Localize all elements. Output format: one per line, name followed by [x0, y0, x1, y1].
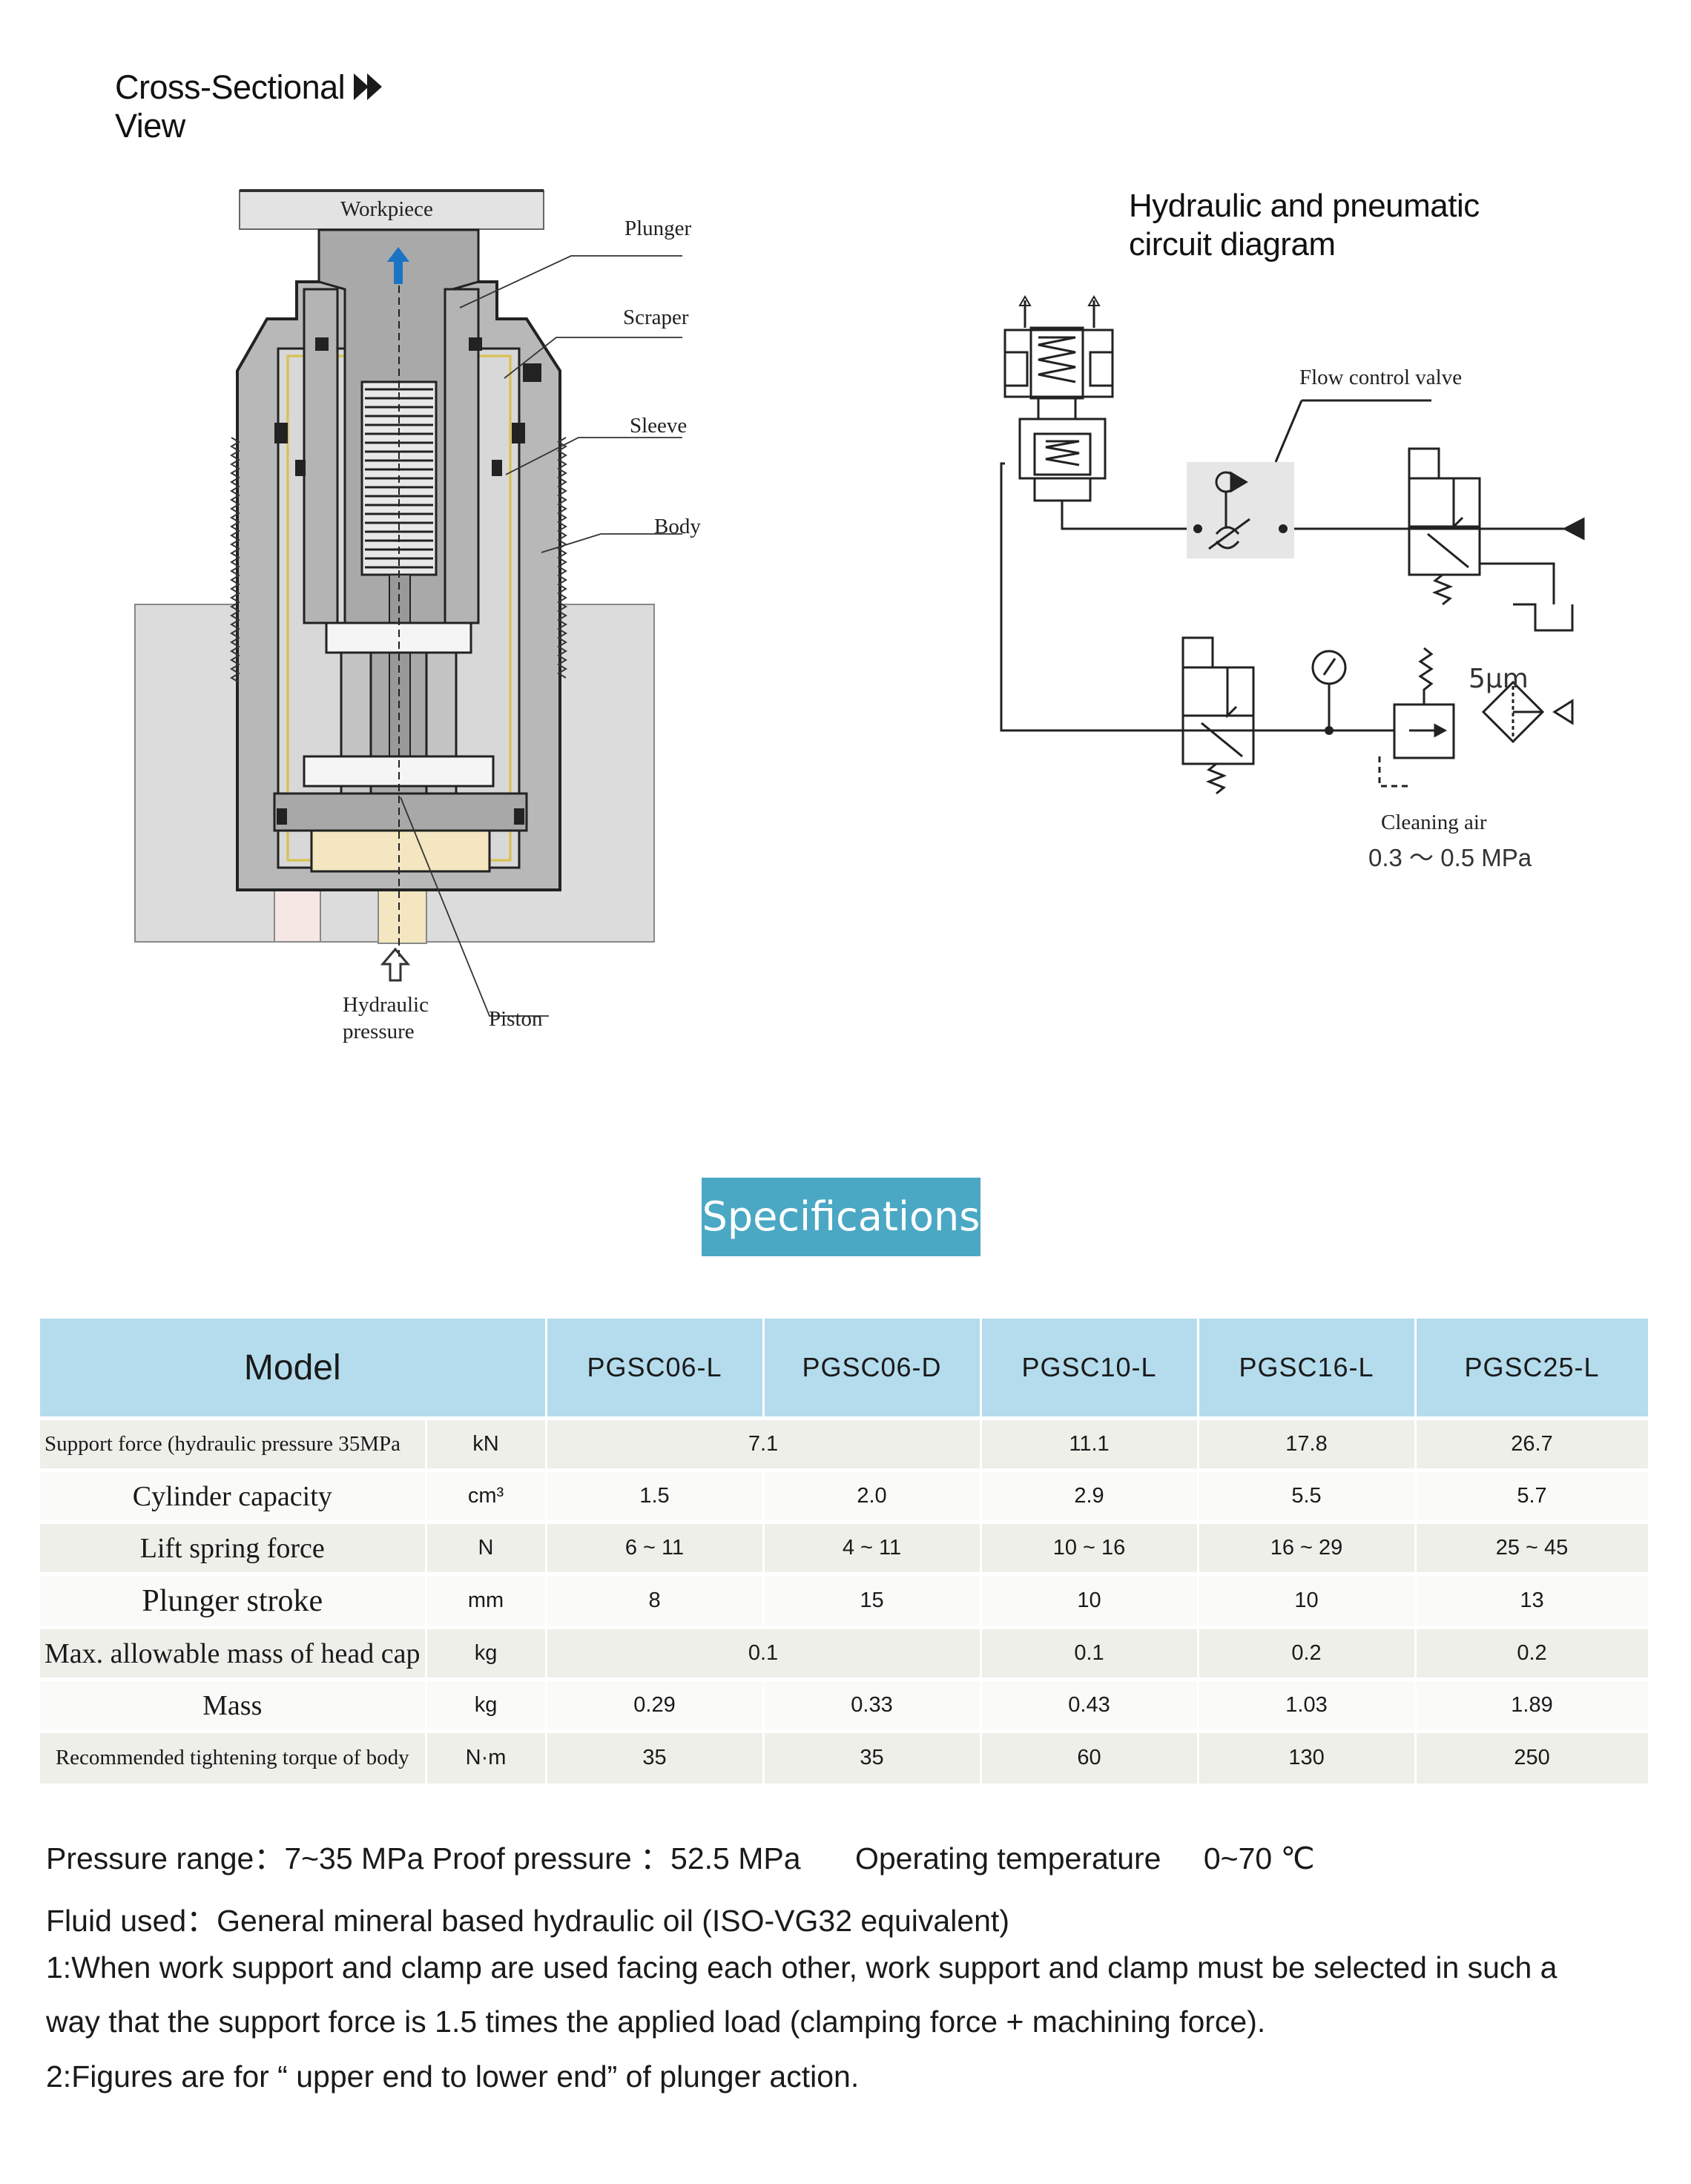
value-cell: 7.1: [546, 1416, 982, 1471]
unit-cell: kg: [426, 1626, 547, 1680]
circuit-title-line2: circuit diagram: [1129, 226, 1336, 263]
label-cleaning-air: Cleaning air: [1381, 811, 1487, 834]
specifications-banner: Specifications: [702, 1178, 980, 1256]
cross-section-title-line2: View: [115, 107, 185, 145]
value-cell: 0.33: [763, 1677, 982, 1732]
table-row: Support force (hydraulic pressure 35MPa …: [40, 1416, 1650, 1471]
value-cell: 0.1: [546, 1626, 982, 1680]
value-cell: 35: [546, 1729, 765, 1784]
header-model: Model: [40, 1319, 547, 1419]
value-cell: 2.9: [980, 1468, 1199, 1522]
label-plunger: Plunger: [624, 217, 692, 240]
header-model-pgsc06-d: PGSC06-D: [763, 1319, 982, 1419]
value-cell: 26.7: [1415, 1416, 1650, 1471]
header-model-pgsc16-l: PGSC16-L: [1198, 1319, 1417, 1419]
value-cell: 130: [1198, 1729, 1417, 1784]
table-row: Mass kg 0.29 0.33 0.43 1.03 1.89: [40, 1677, 1650, 1732]
param-cylinder-capacity: Cylinder capacity: [40, 1468, 427, 1522]
cross-section-title: Cross-Sectional View: [115, 68, 385, 145]
note-operating-temperature-label: Operating temperature: [854, 1841, 1161, 1875]
value-cell: 0.1: [980, 1626, 1199, 1680]
value-cell: 0.2: [1415, 1626, 1650, 1680]
label-piston: Piston: [489, 1007, 543, 1031]
label-sleeve: Sleeve: [630, 414, 688, 438]
unit-cell: N·m: [426, 1729, 547, 1784]
circuit-diagram: [1000, 295, 1585, 795]
piston: [273, 792, 528, 832]
specifications-table: Model PGSC06-L PGSC06-D PGSC10-L PGSC16-…: [40, 1319, 1650, 1784]
value-cell: 5.7: [1415, 1468, 1650, 1522]
value-cell: 60: [980, 1729, 1199, 1784]
param-plunger-stroke: Plunger stroke: [40, 1572, 427, 1628]
param-support-force: Support force (hydraulic pressure 35MPa: [40, 1416, 427, 1471]
label-hydraulic-pressure: Hydraulic pressure: [343, 992, 429, 1045]
workpiece: [239, 190, 544, 230]
double-arrow-icon: [354, 73, 383, 100]
label-scraper: Scraper: [623, 306, 689, 329]
value-cell: 11.1: [980, 1416, 1199, 1471]
label-flow-control-valve: Flow control valve: [1299, 366, 1463, 389]
param-max-mass-head-cap: Max. allowable mass of head cap: [40, 1626, 427, 1680]
value-cell: 16 ~ 29: [1198, 1520, 1417, 1574]
value-cell: 15: [763, 1572, 982, 1628]
table-header-row: Model PGSC06-L PGSC06-D PGSC10-L PGSC16-…: [40, 1319, 1650, 1419]
value-cell: 8: [546, 1572, 765, 1628]
header-model-pgsc06-l: PGSC06-L: [546, 1319, 765, 1419]
param-tightening-torque: Recommended tightening torque of body: [40, 1729, 427, 1784]
value-cell: 35: [763, 1729, 982, 1784]
value-cell: 10 ~ 16: [980, 1520, 1199, 1574]
value-cell: 6 ~ 11: [546, 1520, 765, 1574]
note-2: 2:Figures are for “ upper end to lower e…: [46, 2059, 860, 2094]
upward-arrow-icon: [387, 247, 409, 284]
note-fluid-used: Fluid used：General mineral based hydraul…: [46, 1904, 1009, 1938]
note-operating-temperature-value: 0~70 ℃: [1203, 1841, 1315, 1875]
value-cell: 10: [980, 1572, 1199, 1628]
label-filter-rating: 5μm: [1468, 664, 1529, 694]
label-cleaning-pressure: 0.3 ～ 0.5 MPa: [1368, 844, 1532, 871]
note-pressure-range: Pressure range：7~35 MPa Proof pressure ：…: [46, 1833, 1315, 1878]
circuit-title: Hydraulic and pneumatic circuit diagram: [1129, 187, 1480, 264]
label-body: Body: [654, 515, 701, 538]
unit-cell: mm: [426, 1572, 547, 1628]
param-lift-spring-force: Lift spring force: [40, 1520, 427, 1574]
value-cell: 1.89: [1415, 1677, 1650, 1732]
cross-section-drawing: [134, 189, 682, 1017]
table-row: Plunger stroke mm 8 15 10 10 13: [40, 1572, 1650, 1628]
label-hydraulic: Hydraulic: [343, 993, 429, 1017]
value-cell: 17.8: [1198, 1416, 1417, 1471]
circuit-title-line1: Hydraulic and pneumatic: [1129, 188, 1480, 224]
header-model-pgsc25-l: PGSC25-L: [1415, 1319, 1650, 1419]
cross-section-title-line1: Cross-Sectional: [115, 68, 346, 106]
value-cell: 4 ~ 11: [763, 1520, 982, 1574]
note-1-line2: way that the support force is 1.5 times …: [46, 2005, 1266, 2039]
value-cell: 13: [1415, 1572, 1650, 1628]
value-cell: 0.2: [1198, 1626, 1417, 1680]
hydraulic-pressure-arrow-icon: [380, 947, 411, 982]
value-cell: 1.03: [1198, 1677, 1417, 1732]
value-cell: 0.29: [546, 1677, 765, 1732]
unit-cell: cm³: [426, 1468, 547, 1522]
unit-cell: N: [426, 1520, 547, 1574]
value-cell: 1.5: [546, 1468, 765, 1522]
table-row: Cylinder capacity cm³ 1.5 2.0 2.9 5.5 5.…: [40, 1468, 1650, 1522]
value-cell: 2.0: [763, 1468, 982, 1522]
value-cell: 5.5: [1198, 1468, 1417, 1522]
param-mass: Mass: [40, 1677, 427, 1732]
value-cell: 0.43: [980, 1677, 1199, 1732]
label-workpiece: Workpiece: [340, 197, 433, 221]
value-cell: 10: [1198, 1572, 1417, 1628]
note-1-line1: 1:When work support and clamp are used f…: [46, 1950, 1558, 1985]
unit-cell: kN: [426, 1416, 547, 1471]
table-row: Recommended tightening torque of body N·…: [40, 1729, 1650, 1784]
unit-cell: kg: [426, 1677, 547, 1732]
label-pressure: pressure: [343, 1020, 415, 1043]
value-cell: 25 ~ 45: [1415, 1520, 1650, 1574]
note-pressure-text: Pressure range：7~35 MPa Proof pressure ：…: [46, 1841, 801, 1875]
table-row: Max. allowable mass of head cap kg 0.1 0…: [40, 1626, 1650, 1680]
value-cell: 250: [1415, 1729, 1650, 1784]
table-row: Lift spring force N 6 ~ 11 4 ~ 11 10 ~ 1…: [40, 1520, 1650, 1574]
header-model-pgsc10-l: PGSC10-L: [980, 1319, 1199, 1419]
